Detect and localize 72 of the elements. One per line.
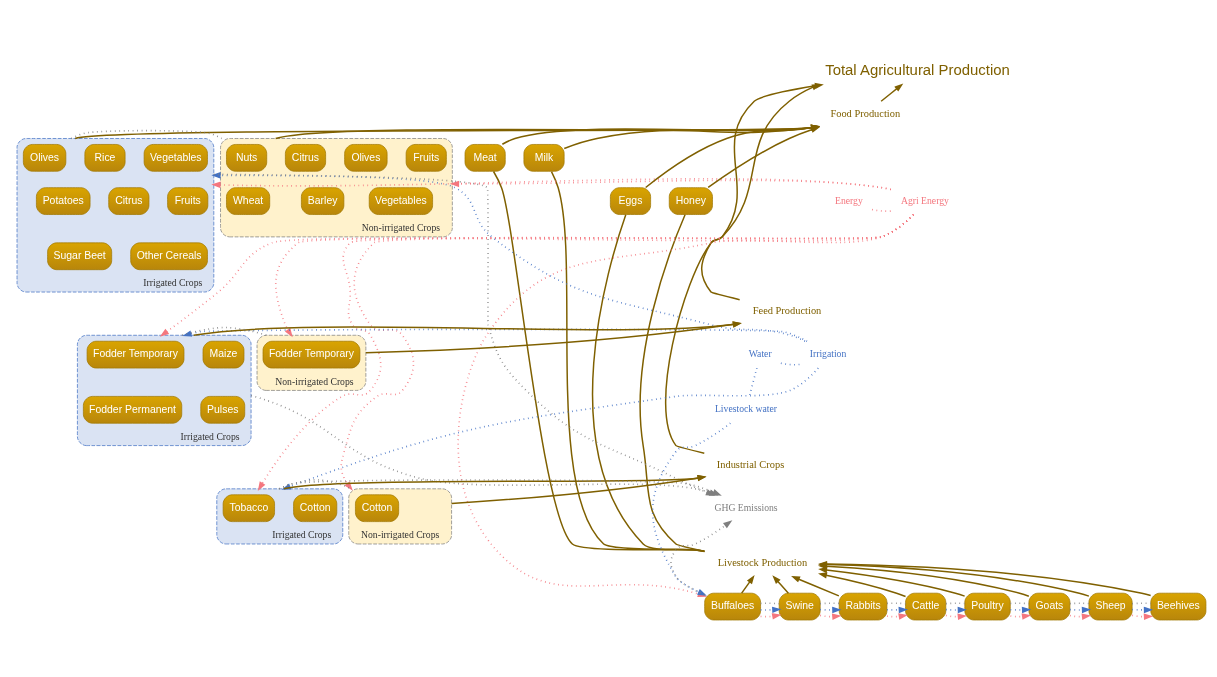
connector: [70, 129, 223, 139]
node-text: Food Production: [830, 107, 901, 119]
node-box: Goats: [1028, 592, 1071, 620]
arrow: [192, 320, 742, 336]
node-box: Sheep: [1088, 592, 1133, 620]
node-box: Pulses: [200, 395, 246, 424]
arrow: [740, 574, 755, 594]
node-text: Agri Energy: [900, 194, 949, 206]
node-box: Maize: [202, 340, 245, 368]
node-box: Fodder Temporary: [86, 340, 185, 368]
node-box: Other Cereals: [130, 241, 208, 270]
node-text: Industrial Crops: [716, 458, 785, 470]
arrow: [880, 83, 904, 102]
node-box: Meat: [464, 143, 506, 172]
connector: [748, 366, 758, 397]
connector: [1069, 601, 1090, 604]
node-box: Rice: [84, 143, 126, 172]
node-box: Honey: [668, 186, 713, 215]
arrow: [365, 320, 742, 353]
connector: [639, 213, 706, 552]
node-text: GHG Emissions: [714, 501, 778, 513]
arrow: [945, 606, 967, 613]
arrow: [211, 177, 892, 190]
node-text: Energy: [834, 194, 863, 206]
node-text: Livestock water: [714, 402, 778, 414]
node-box: Buffaloes: [704, 592, 761, 620]
node-box: Olives: [344, 143, 388, 172]
node-box: Nuts: [226, 143, 268, 172]
arrow: [1009, 606, 1032, 613]
node-box: Sugar Beet: [47, 241, 113, 270]
node-box: Citrus: [285, 143, 326, 172]
connector: [550, 170, 706, 552]
node-text: Livestock Production: [717, 556, 808, 568]
arrow: [1069, 606, 1092, 613]
node-box: Fruits: [167, 186, 209, 215]
node-box: Potatoes: [36, 186, 91, 215]
node-box: Beehives: [1150, 592, 1207, 620]
node-box: Wheat: [226, 186, 271, 215]
node-box: Eggs: [610, 186, 651, 215]
arrow: [772, 574, 790, 594]
node-box: Poultry: [964, 592, 1011, 620]
arrow: [791, 575, 840, 597]
node-box: Cattle: [905, 592, 947, 620]
node-box: Barley: [301, 186, 345, 215]
connector: [819, 601, 840, 604]
node-text: Feed Production: [752, 304, 822, 316]
arrow: [450, 474, 707, 504]
connector: [1131, 601, 1152, 604]
node-box: Tobacco: [222, 493, 275, 522]
arrow: [449, 179, 892, 190]
node-text: Water: [748, 347, 772, 359]
node-box: Milk: [523, 143, 565, 172]
arrow: [886, 606, 908, 613]
node-box: Swine: [778, 592, 821, 620]
node-box: Vegetables: [368, 186, 433, 215]
node-box: Olives: [23, 143, 67, 172]
node-box: Citrus: [108, 186, 150, 215]
arrow: [211, 171, 806, 342]
node-box: Vegetables: [143, 143, 208, 172]
arrow: [818, 571, 907, 597]
arrow: [818, 566, 966, 597]
node-box: Cotton: [355, 493, 400, 522]
connector: [492, 170, 706, 552]
node-box: Fodder Permanent: [83, 395, 183, 424]
node-text: Irrigation: [809, 347, 847, 359]
node-text: Total Agricultural Production: [825, 61, 1010, 78]
node-box: Fruits: [405, 143, 447, 172]
connector: [591, 213, 706, 552]
node-box: Fodder Temporary: [262, 340, 361, 368]
node-box: Cotton: [293, 493, 338, 522]
connector: [181, 326, 268, 336]
node-box: Rabbits: [838, 592, 888, 620]
